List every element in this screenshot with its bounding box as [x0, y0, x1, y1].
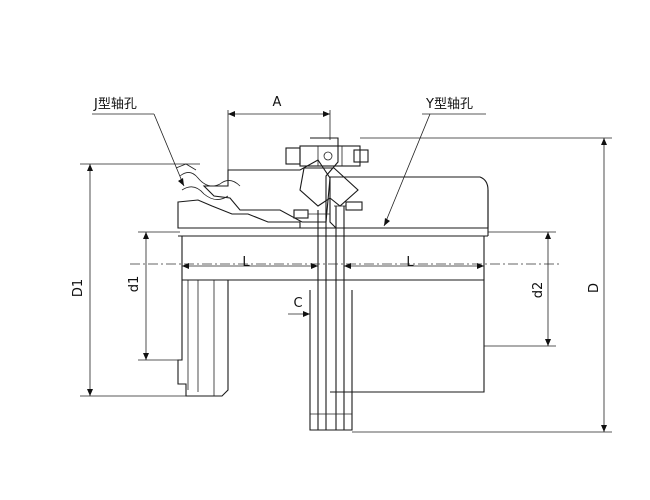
dimension-c: C: [288, 296, 310, 317]
dim-c-label: C: [293, 296, 302, 311]
center-flange: [285, 137, 369, 431]
dim-l-left-label: L: [242, 255, 250, 270]
right-hub: [329, 176, 489, 393]
y-hole-label: Y型轴孔: [425, 97, 473, 112]
dimension-d1: D1: [71, 163, 200, 397]
dimension-d-outer: D: [352, 137, 612, 433]
dim-d1-label: D1: [71, 279, 86, 297]
dim-d1-small-label: d1: [127, 276, 142, 293]
dim-d2-small-label: d2: [531, 282, 546, 299]
dimension-a: A: [227, 95, 331, 170]
dimension-l: L L: [182, 255, 484, 270]
dim-d-outer-label: D: [587, 283, 602, 293]
dim-l-right-label: L: [406, 255, 414, 270]
dim-a-label: A: [273, 95, 282, 110]
dimension-d1-small: d1: [127, 231, 180, 361]
dimension-d2-small: d2: [484, 231, 556, 347]
j-hole-label: J型轴孔: [93, 97, 137, 112]
left-hub: [175, 159, 331, 397]
leader-j-hole: J型轴孔: [92, 97, 185, 187]
leader-y-hole: Y型轴孔: [383, 97, 486, 227]
